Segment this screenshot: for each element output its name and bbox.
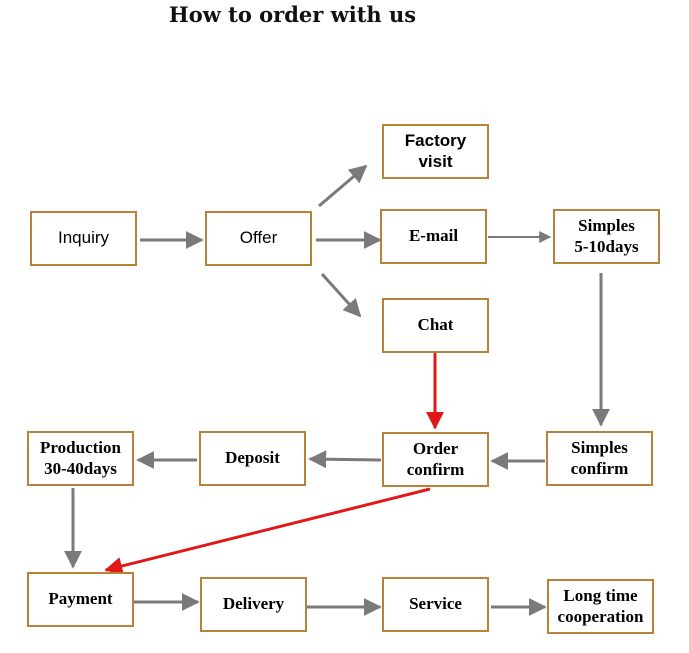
node-email-label: E-mail	[408, 226, 459, 246]
node-chat-label: Chat	[417, 315, 454, 335]
node-deposit-label: Deposit	[225, 448, 280, 468]
node-long-time-label: Long time cooperation	[557, 586, 644, 626]
node-delivery-label: Delivery	[222, 594, 285, 614]
node-deposit: Deposit	[199, 431, 306, 486]
node-delivery: Delivery	[200, 577, 307, 632]
node-payment: Payment	[27, 572, 134, 627]
node-simples-confirm: Simples confirm	[546, 431, 653, 486]
node-inquiry-label: Inquiry	[57, 228, 110, 248]
arrow-order-deposit	[308, 450, 382, 469]
node-offer: Offer	[205, 211, 312, 266]
node-payment-label: Payment	[48, 589, 113, 609]
node-simples-days-label: Simples 5-10days	[574, 216, 639, 256]
node-factory-visit: Factory visit	[382, 124, 489, 179]
node-chat: Chat	[382, 298, 489, 353]
node-simples-days: Simples 5-10days	[553, 209, 660, 264]
node-service-label: Service	[409, 594, 462, 614]
node-inquiry: Inquiry	[30, 211, 137, 266]
node-production: Production 30-40days	[27, 431, 134, 486]
arrow-offer-factory	[318, 164, 368, 208]
arrow-order-payment	[104, 487, 431, 575]
node-production-label: Production 30-40days	[40, 438, 121, 478]
node-order-confirm: Order confirm	[382, 432, 489, 487]
page-title: How to order with us	[168, 2, 417, 27]
node-email: E-mail	[380, 209, 487, 264]
arrow-offer-chat	[320, 272, 362, 318]
node-factory-visit-label: Factory visit	[404, 131, 467, 171]
node-order-confirm-label: Order confirm	[406, 439, 465, 479]
node-simples-confirm-label: Simples confirm	[570, 438, 629, 478]
node-offer-label: Offer	[239, 228, 278, 248]
node-long-time: Long time cooperation	[547, 579, 654, 634]
node-service: Service	[382, 577, 489, 632]
